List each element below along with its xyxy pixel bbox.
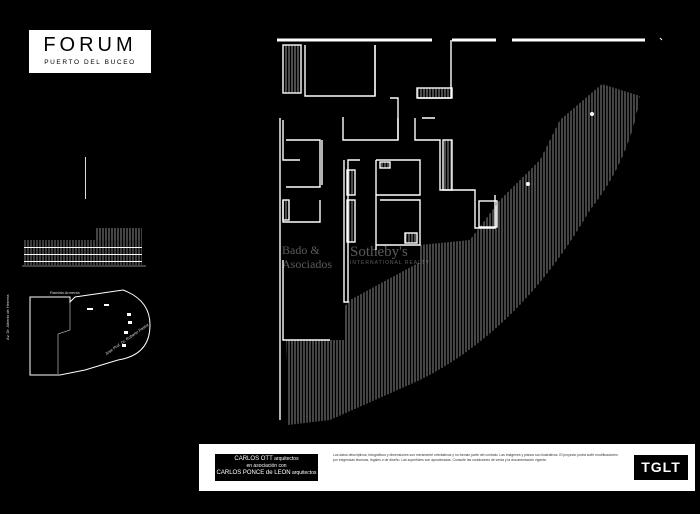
map-label-top: Rambla Armenia	[50, 290, 80, 295]
architect-2-role: arquitectos	[291, 470, 317, 476]
divider-line	[85, 157, 86, 199]
site-map	[29, 289, 151, 376]
terrace-hatching	[286, 84, 640, 425]
building-elevation	[22, 228, 146, 267]
logo-subtitle: PUERTO DEL BUCEO	[44, 59, 136, 66]
footer-panel: CARLOS OTT arquitectos en asociación con…	[199, 444, 695, 491]
architect-1-role: arquitectos	[274, 456, 299, 462]
architect-2-name: CARLOS PONCE de LEON	[216, 470, 291, 476]
watermark-left-text: Bado & Asociados	[282, 243, 332, 271]
watermark-right-text: Sotheby's	[350, 244, 408, 260]
architect-credits: CARLOS OTT arquitectos en asociación con…	[215, 454, 318, 481]
tglt-logo: TGLT	[634, 455, 688, 480]
watermark-bado: Bado & Asociados	[282, 243, 332, 271]
watermark-sothebys: Sotheby's INTERNATIONAL REALTY	[350, 244, 430, 266]
forum-logo: FORUM PUERTO DEL BUCEO	[29, 30, 151, 73]
map-label-left: Av. Dr. Alberto de Herrera	[5, 294, 10, 340]
watermark-right-small: INTERNATIONAL REALTY	[350, 260, 430, 266]
associated-text: en asociación con	[246, 463, 287, 469]
legal-disclaimer: Los datos descriptivos, fotográficos y d…	[333, 453, 618, 462]
logo-name: FORUM	[43, 34, 137, 56]
architect-1-name: CARLOS OTT	[234, 456, 273, 462]
